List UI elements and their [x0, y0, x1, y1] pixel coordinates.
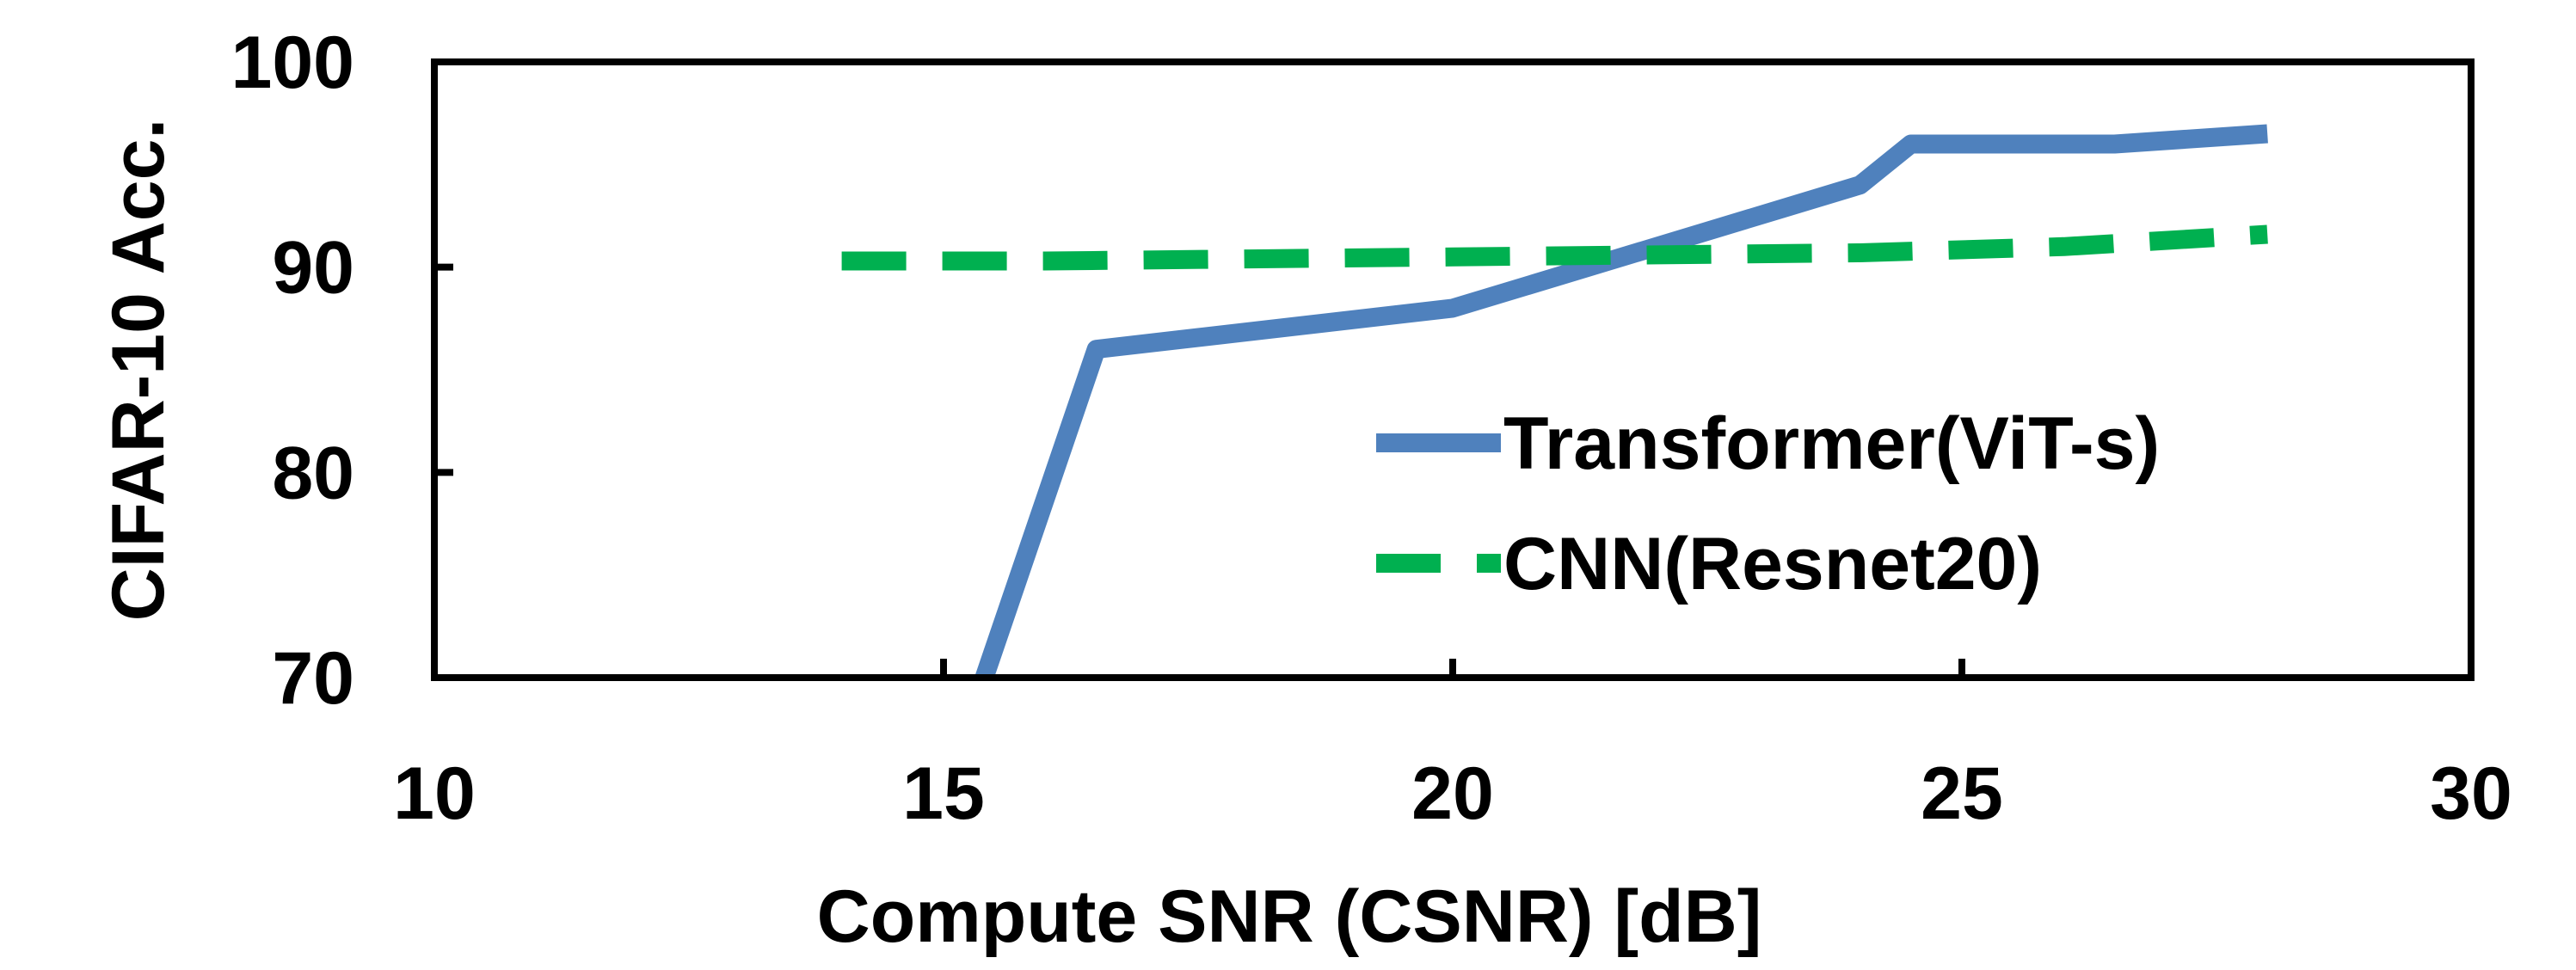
series-layer: [841, 124, 2268, 681]
y-tick-label: 80: [272, 432, 354, 514]
legend: Transformer(ViT-s) CNN(Resnet20): [1376, 402, 2160, 605]
x-tick-label: 15: [902, 752, 985, 835]
x-tick-label: 10: [393, 752, 476, 835]
y-axis-title: CIFAR-10 Acc.: [97, 119, 180, 622]
x-tick-label: 25: [1921, 752, 2003, 835]
y-tick-label: 70: [272, 637, 354, 720]
x-tick-label: 20: [1411, 752, 1494, 835]
series-line-cnn: [841, 224, 2268, 271]
x-axis-title: Compute SNR (CSNR) [dB]: [817, 875, 1762, 958]
series-line-transformer: [974, 124, 2268, 681]
x-tick-label: 30: [2430, 752, 2512, 835]
y-tick-label: 100: [231, 21, 355, 104]
plot-area-frame: [431, 58, 2475, 681]
y-tick-label: 90: [272, 227, 354, 310]
legend-label-transformer: Transformer(ViT-s): [1503, 402, 2160, 485]
axis-ticks: 10 15 20 25 30 70 80 90 100: [231, 21, 2512, 835]
legend-label-cnn: CNN(Resnet20): [1503, 523, 2042, 605]
